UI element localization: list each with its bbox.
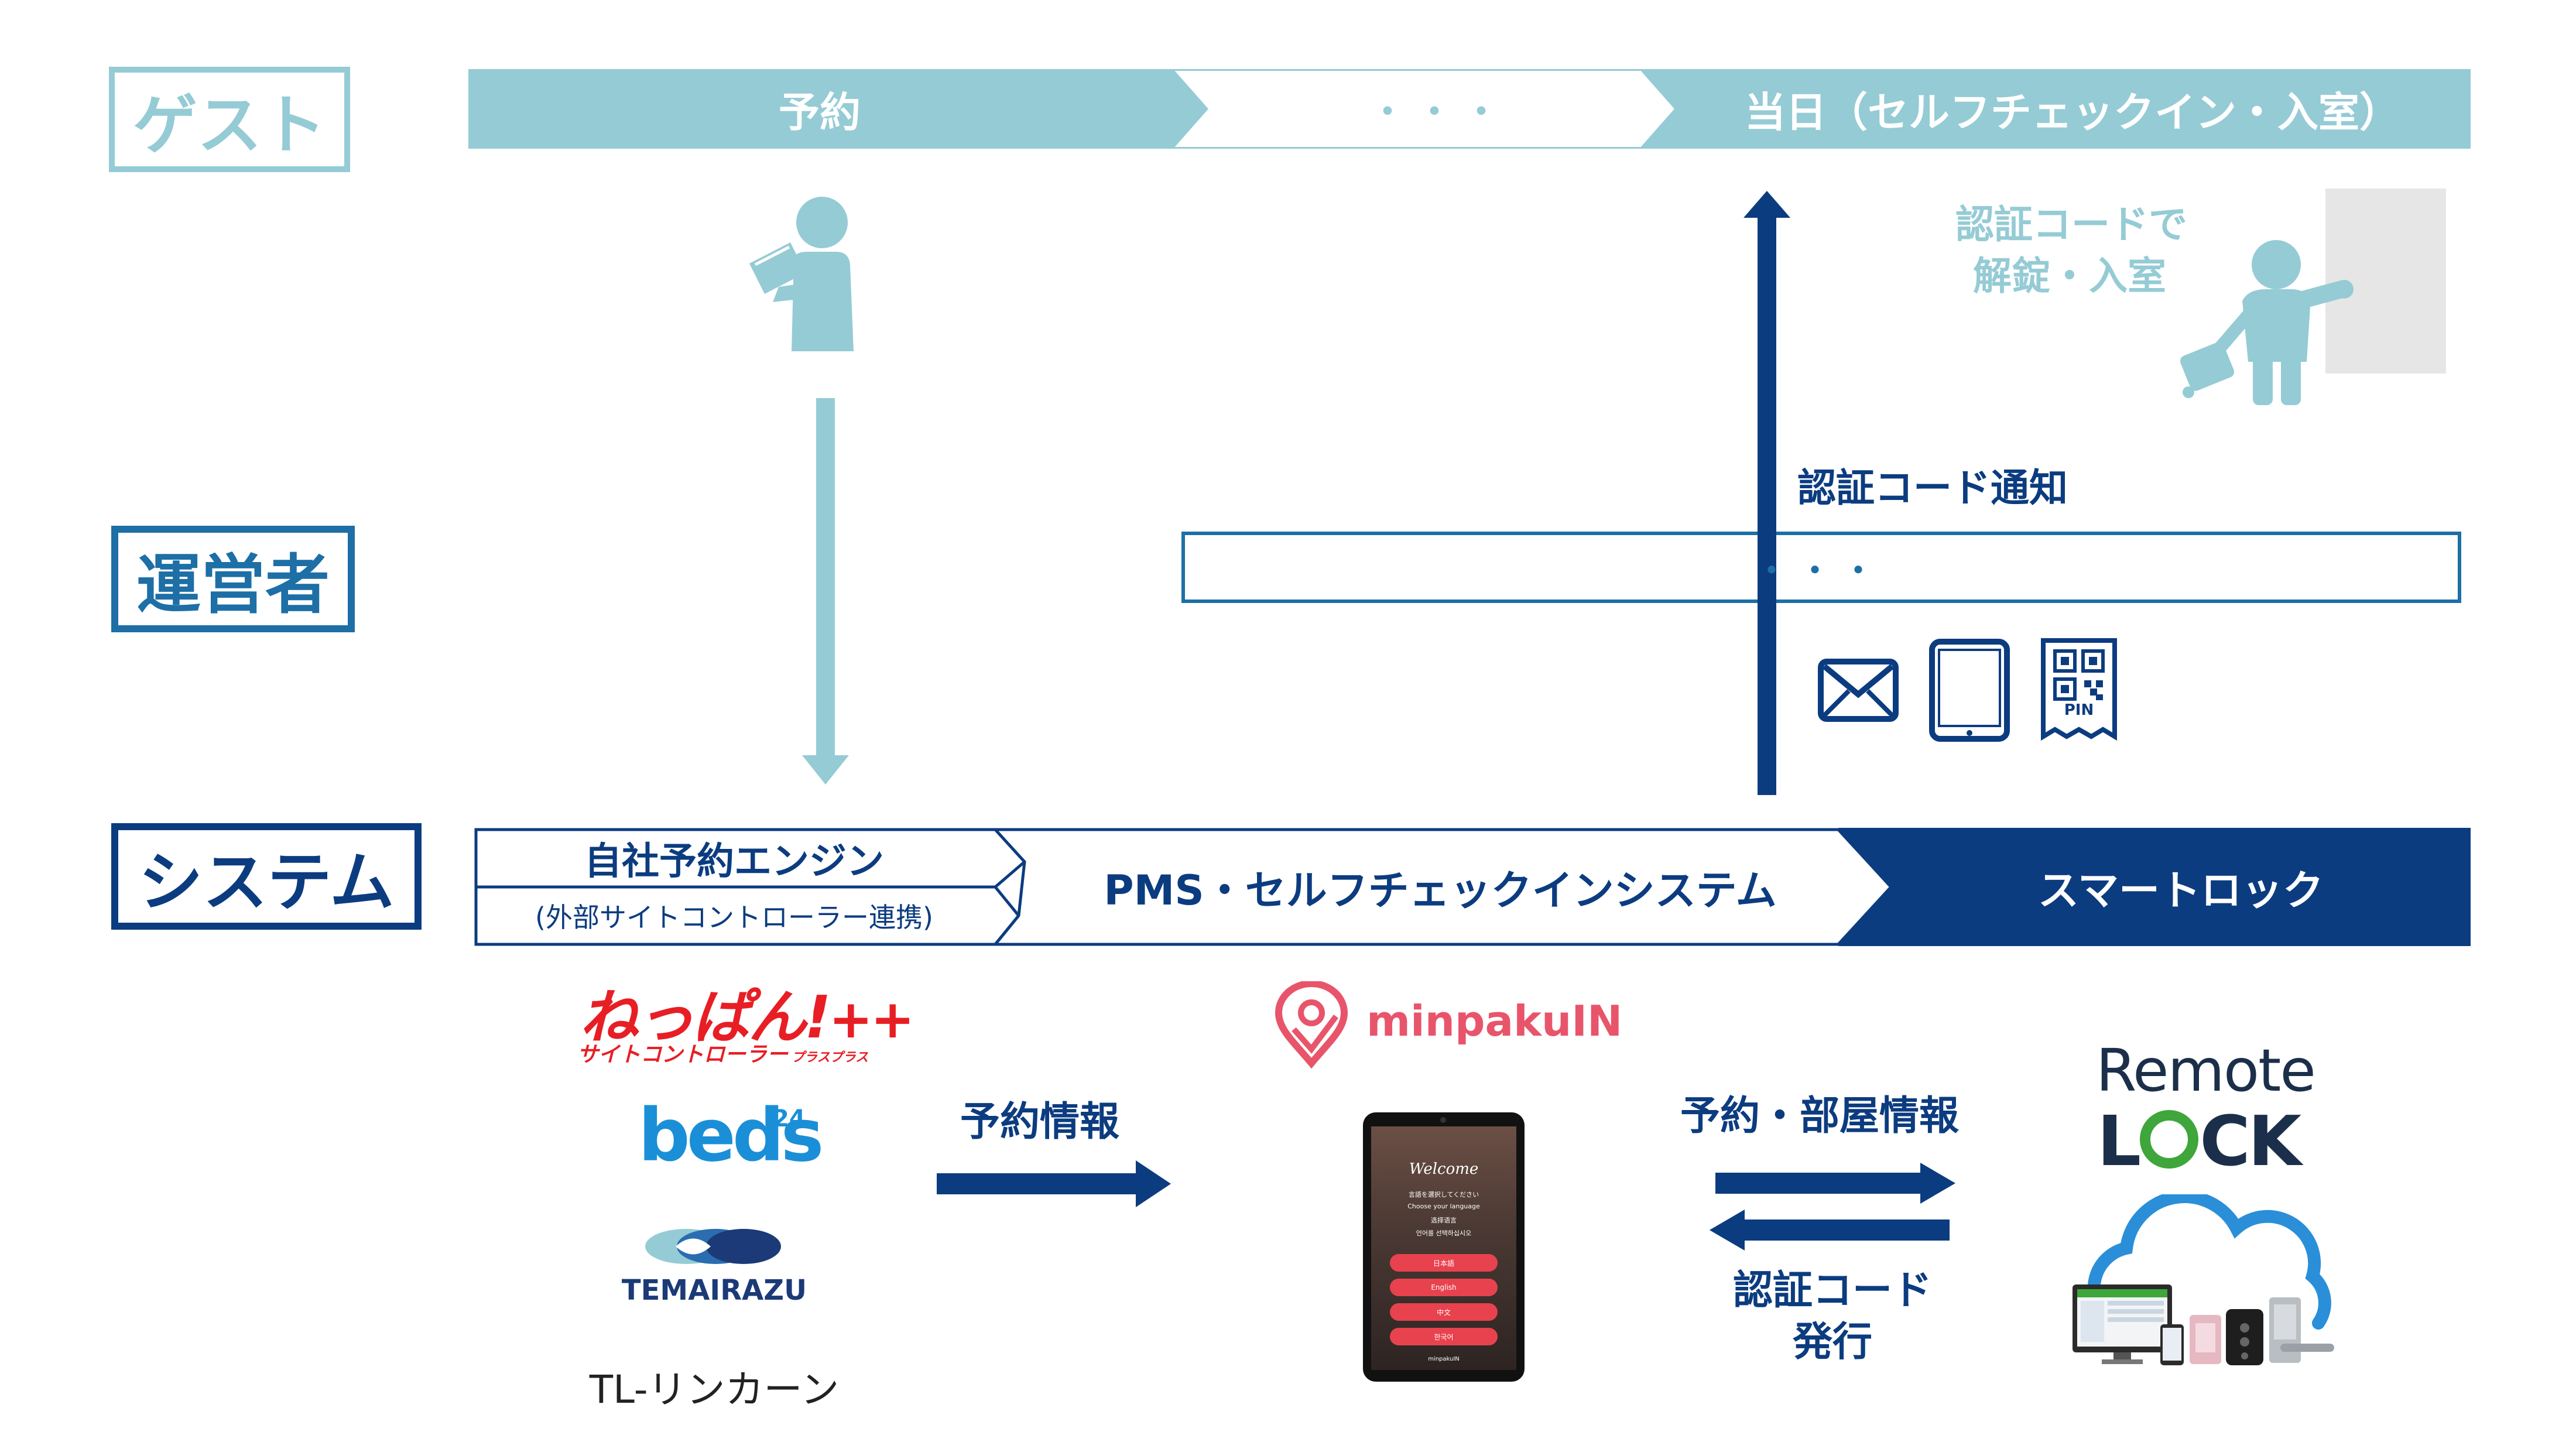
- operator-to-guest-arrow: [1743, 191, 1790, 795]
- remotelock-logo-remote: Remote: [2096, 1036, 2316, 1105]
- lane-label-system: システム: [111, 823, 422, 930]
- guest-unlock-annotation-line1: 認証コードで: [1955, 202, 2187, 247]
- temairazu-logo-text: TEMAIRAZU: [621, 1274, 807, 1307]
- remotelock-logo-lock-ck: CK: [2200, 1101, 2301, 1181]
- tablet-screen-footer: minpakuIN: [1428, 1356, 1460, 1362]
- tablet-btn-english[interactable]: English: [1390, 1279, 1498, 1296]
- guest-step-checkin: 当日（セルフチェックイン・入室）: [1745, 88, 2400, 136]
- reservation-info-label: 予約情報: [960, 1099, 1120, 1145]
- neppan-logo-sub: サイトコントローラープラスプラス: [577, 1037, 868, 1068]
- tablet-screen: Welcome 言語を選択してください Choose your language…: [1371, 1126, 1516, 1370]
- system-flow-bar: [474, 828, 2471, 946]
- lane-label-operator: 運営者: [111, 526, 355, 632]
- beds24-logo-text: beds: [638, 1094, 824, 1178]
- mail-icon: [1818, 659, 1899, 722]
- system-step-smartlock-shape: [1838, 828, 2471, 946]
- auth-code-issue-label-line1: 認証コード: [1732, 1268, 1932, 1314]
- operator-bar-dots: ・・・: [1756, 551, 1886, 589]
- neppan-logo-main: ねっぱん!++: [580, 970, 915, 1054]
- system-step-engine-sub: (外部サイトコントローラー連携): [535, 902, 933, 933]
- minpakuin-logo-text: minpakuIN: [1366, 996, 1623, 1046]
- tablet-screen-line3: 选择语言: [1431, 1217, 1457, 1224]
- tablet-camera: [1440, 1117, 1446, 1123]
- temairazu-logo-mark: [645, 1229, 781, 1264]
- remotelock-logo-lock: L CK: [2097, 1101, 2301, 1181]
- guest-step-checkin-shape: [1639, 69, 2471, 149]
- system-step-pms: PMS・セルフチェックインシステム: [1104, 866, 1777, 914]
- remotelock-logo-lock-l: L: [2097, 1101, 2141, 1181]
- tablet-btn-chinese-label: 中文: [1436, 1308, 1451, 1317]
- remotelock-logo-o-icon: [2140, 1110, 2199, 1169]
- beds24-logo-number: 24: [773, 1105, 806, 1132]
- tablet-screen-line2: Choose your language: [1407, 1203, 1480, 1210]
- remotelock-cloud-devices-illustration: [2073, 1194, 2334, 1365]
- lane-label-guest-text: ゲスト: [133, 88, 326, 163]
- neppan-logo-sub-small: プラスプラス: [792, 1050, 869, 1065]
- tablet-screen-title: Welcome: [1409, 1160, 1479, 1178]
- system-step-smartlock: スマートロック: [2038, 866, 2324, 914]
- guest-unlock-annotation-line2: 解錠・入室: [1973, 254, 2166, 299]
- auth-code-notify-label: 認証コード通知: [1797, 465, 2068, 511]
- tablet-icon: [1929, 639, 2010, 742]
- operator-bar-arrow-overlay: [1758, 532, 1776, 603]
- guest-step-dots: ・・・: [1370, 91, 1510, 133]
- guest-unlock-person-icon: [2180, 189, 2446, 405]
- tablet-btn-japanese-label: 日本語: [1433, 1259, 1454, 1268]
- qr-pin-icon: [2041, 638, 2117, 741]
- system-step-engine: 自社予約エンジン: [584, 840, 884, 883]
- reservation-info-arrow: [937, 1160, 1171, 1207]
- room-info-arrow: [1715, 1163, 1955, 1204]
- tablet-btn-chinese[interactable]: 中文: [1390, 1303, 1498, 1321]
- guest-person-booking-icon: [749, 197, 854, 351]
- neppan-logo-sub-text: サイトコントローラー: [577, 1043, 789, 1067]
- tablet-screen-line1: 言語を選択してください: [1408, 1191, 1479, 1198]
- cloud-icon: [2087, 1194, 2331, 1330]
- auth-code-issue-label-line2: 発行: [1792, 1319, 1872, 1365]
- room-info-label: 予約・部屋情報: [1680, 1093, 1960, 1139]
- pin-label: PIN: [2064, 701, 2094, 719]
- guest-step-reservation-shape: [468, 69, 1212, 149]
- system-step-pms-shape: [992, 828, 1893, 946]
- auth-code-issue-arrow: [1710, 1210, 1950, 1251]
- neppan-logo-main-text: ねっぱん!: [580, 983, 831, 1051]
- guest-step-dots-shape: [1168, 69, 1683, 149]
- tablet-btn-korean[interactable]: 한국어: [1390, 1328, 1498, 1345]
- guest-flow-bar: [468, 69, 2471, 149]
- guest-step-reservation: 予約: [779, 88, 861, 136]
- operator-bar: [1181, 532, 2461, 603]
- tablet-mockup: Welcome 言語を選択してください Choose your language…: [1363, 1112, 1525, 1382]
- tablet-btn-english-label: English: [1431, 1283, 1457, 1292]
- system-step-engine-shape: [474, 828, 1027, 889]
- tablet-btn-korean-label: 한국어: [1434, 1332, 1454, 1341]
- neppan-logo-plus: ++: [828, 989, 915, 1050]
- tablet-screen-line4: 언어를 선택하십시오: [1416, 1229, 1472, 1237]
- guest-to-system-arrow: [802, 398, 849, 785]
- lane-label-system-text: システム: [138, 845, 395, 920]
- minpakuin-pin-icon: [1275, 981, 1348, 1069]
- lane-label-guest: ゲスト: [109, 67, 350, 172]
- lane-label-operator-text: 運営者: [136, 547, 330, 622]
- tl-lincoln-label: TL-リンカーン: [589, 1367, 840, 1412]
- beds24-logo: beds: [638, 1094, 824, 1178]
- tablet-btn-japanese[interactable]: 日本語: [1390, 1254, 1498, 1272]
